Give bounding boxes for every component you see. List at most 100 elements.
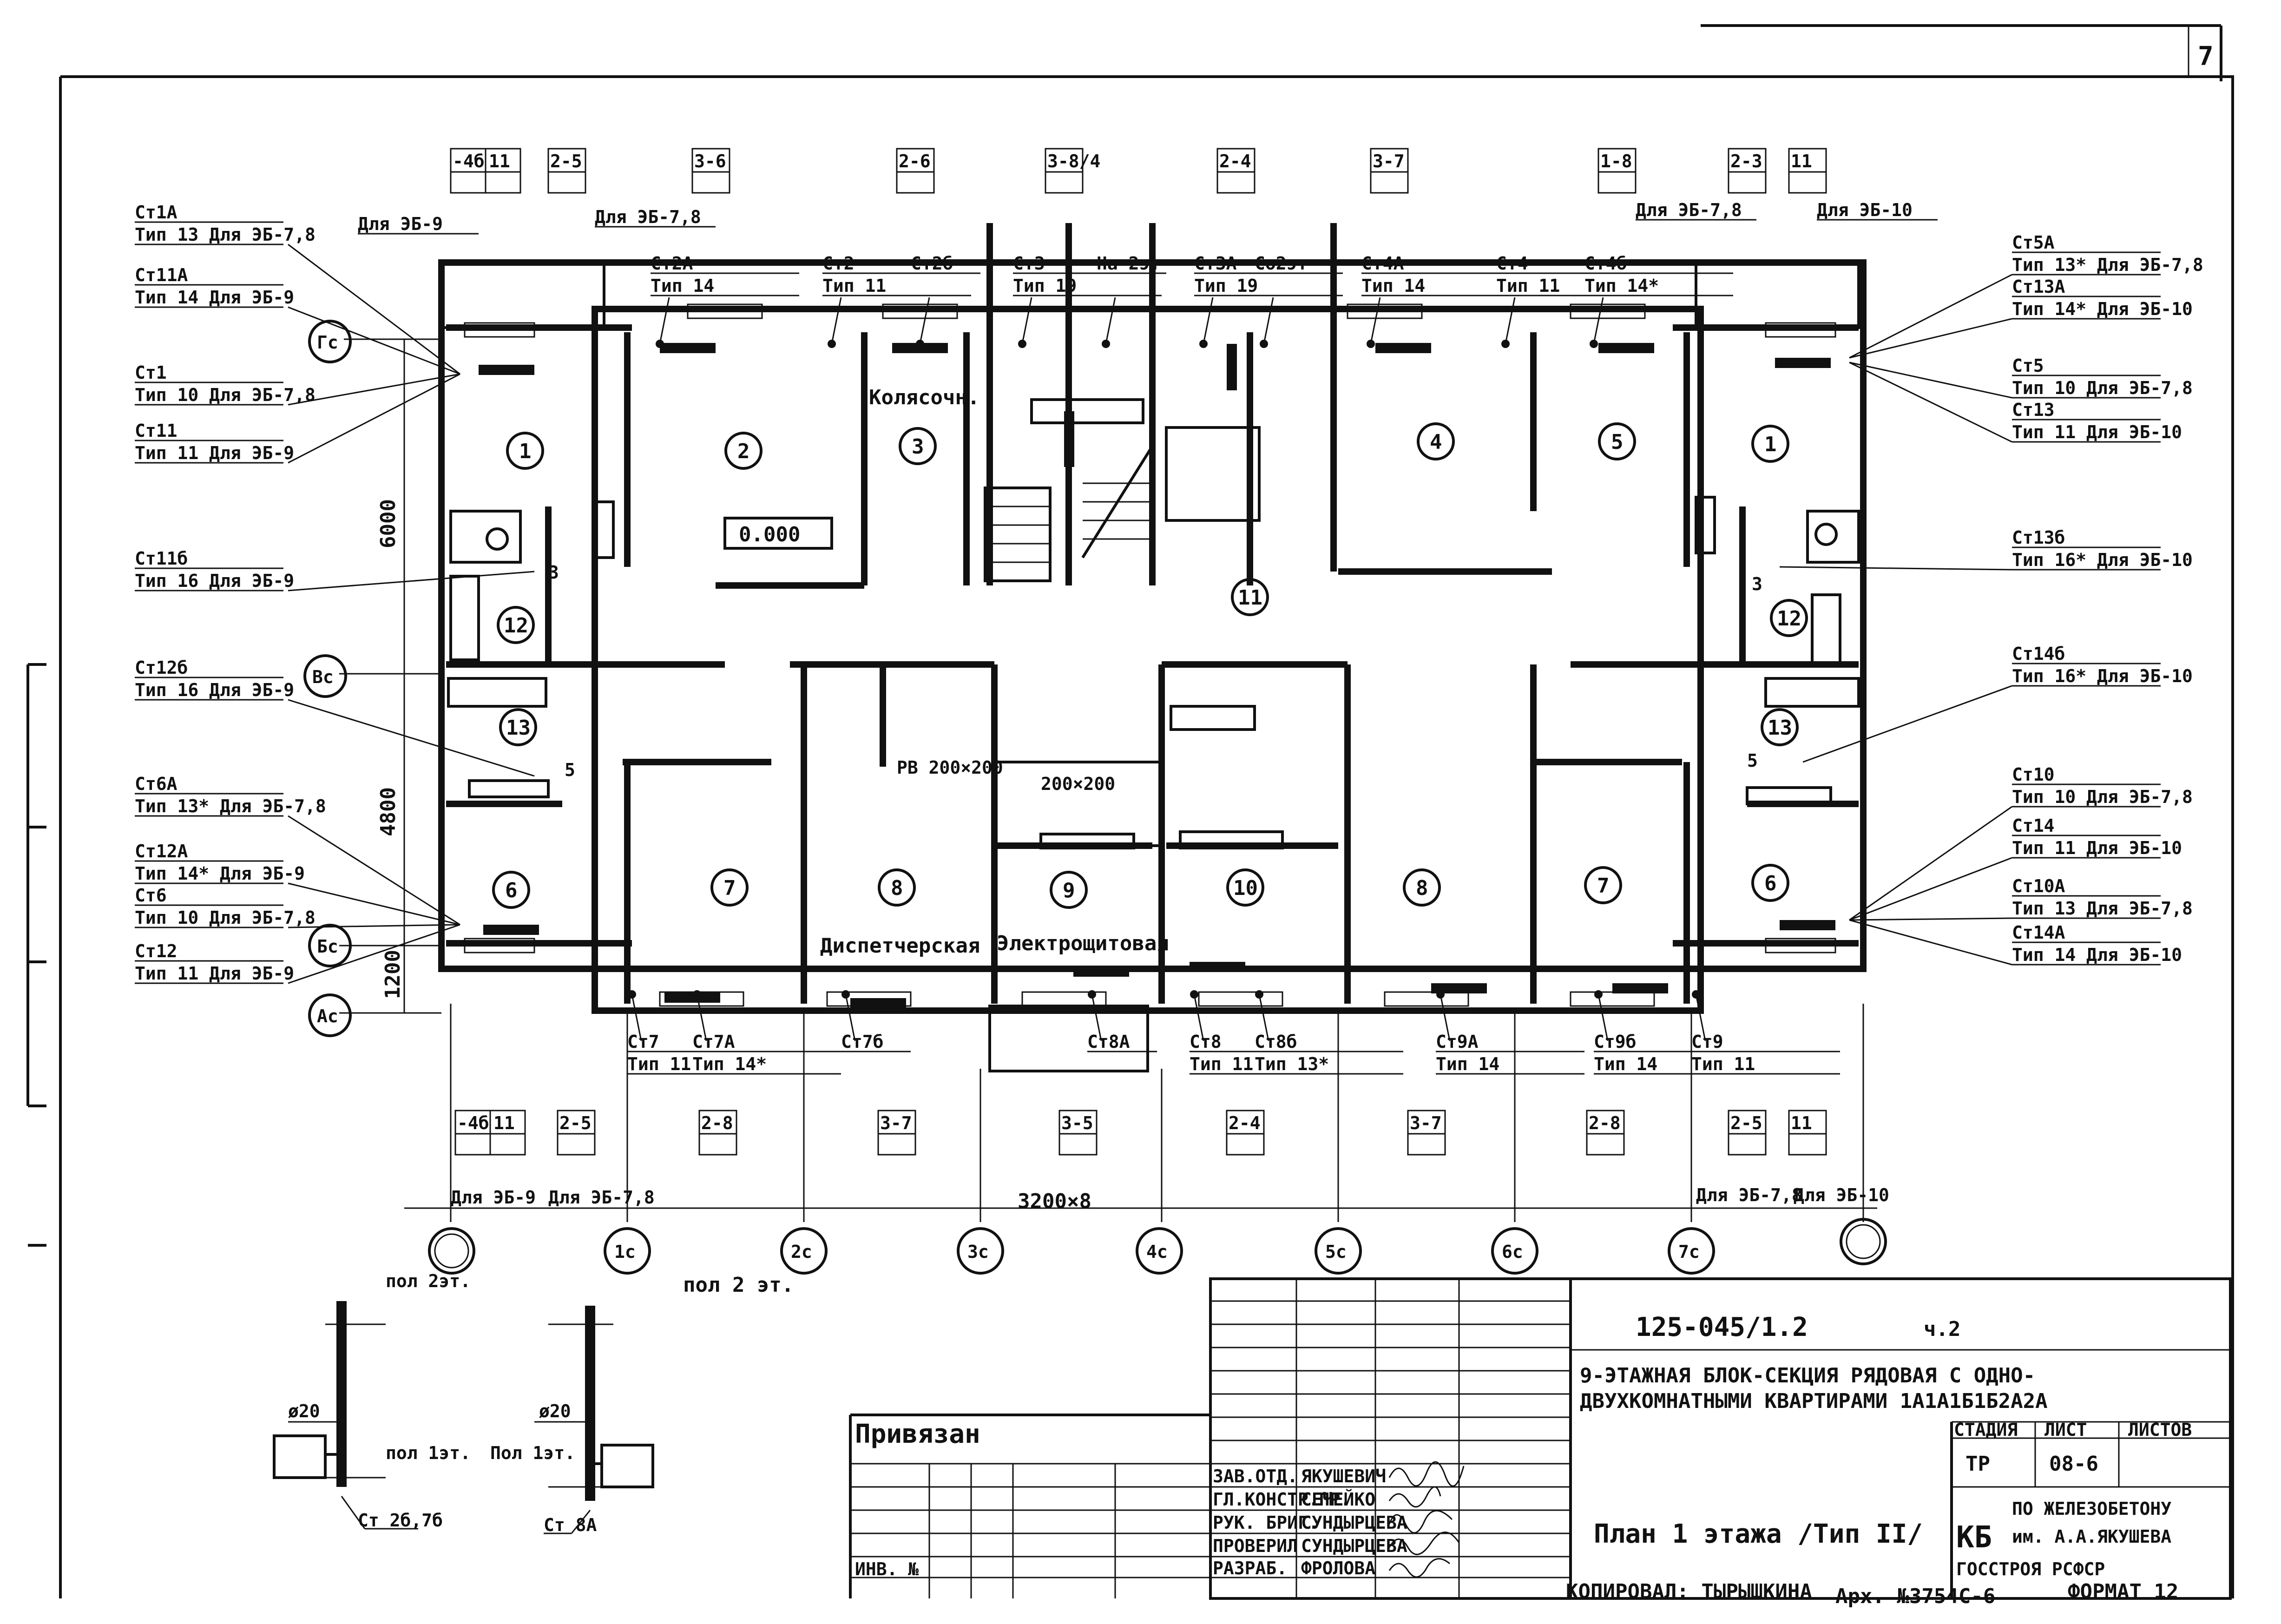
room-circle [1231, 578, 1269, 616]
box-note: Для ЭБ-9 [451, 1187, 536, 1208]
room-circle [1417, 422, 1455, 460]
axis-row-bubble [308, 924, 352, 967]
riser-callout-type: Тип 19 [1013, 276, 1077, 296]
riser-callout-type: Тип 10 Для ЭБ-7,8 [135, 385, 316, 405]
dim-6000: 6000 [376, 499, 400, 548]
riser-callout-type: Тип 14 [1594, 1054, 1657, 1074]
riser-dot [656, 340, 664, 348]
room-circle [724, 432, 763, 470]
room-number: 7 [1597, 874, 1610, 898]
riser-callout-type: Тип 16 Для ЭБ-9 [135, 571, 294, 591]
riser-callout-label: Ст4А [1361, 253, 1404, 274]
riser-mark-3-right: 3 [1752, 574, 1762, 594]
marker-box-label: 3-7 [1373, 151, 1405, 171]
marker-box-label: 11 [1791, 1113, 1812, 1133]
sheet-frame [59, 24, 2234, 1598]
riser-callout-type: Тип 11 [822, 276, 886, 296]
riser-callout-label: Ст4 [1496, 253, 1528, 274]
org-line-1: ПО ЖЕЛЕЗОБЕТОНУ [2012, 1499, 2171, 1519]
staff-name: СУНДЫРЦЕВА [1301, 1512, 1407, 1533]
riser-callout-label: Ст8б [1255, 1032, 1297, 1052]
axis-col-label: 7с [1678, 1242, 1700, 1262]
axis-row-label: Вс [312, 667, 334, 687]
archive-no: Арх. №3754С-6 [1835, 1585, 1995, 1608]
riser-callout-label: Ст12б [135, 657, 188, 678]
marker-box-label: 2-6 [899, 151, 931, 171]
staff-name: СЕЧЕЙКО [1301, 1489, 1375, 1510]
staff-role: ПРОВЕРИЛ [1213, 1536, 1298, 1556]
riser-dot [916, 340, 924, 348]
marker-box [1788, 148, 1827, 194]
axis-row-bubble [308, 993, 352, 1037]
riser-callout-label: Ст9А [1436, 1032, 1479, 1052]
marker-box [698, 1110, 737, 1156]
riser-callout-label: Ст13А [2012, 276, 2065, 297]
riser-callout-label: Ст10А [2012, 876, 2065, 896]
axis-col-bubble [1668, 1227, 1715, 1275]
axis-row-bubble [303, 654, 347, 698]
inv-no: ИНВ. № [855, 1559, 919, 1579]
riser-callout-label: Ст14 [2012, 815, 2055, 836]
room-number: 5 [1611, 430, 1624, 454]
riser-callout-type: Тип 13* [1255, 1054, 1329, 1074]
room-circle [1751, 864, 1789, 902]
privyazan-label: Привязан [855, 1419, 980, 1449]
marker-box-label: -4б [457, 1113, 489, 1133]
binding-marks [26, 663, 46, 1247]
axis-grid [339, 338, 1887, 1275]
marker-box-label: -4б [453, 151, 485, 171]
riser-callout-type: Тип 11 [1691, 1054, 1755, 1074]
staff-role: РАЗРАБ. [1213, 1558, 1287, 1578]
duct-pb: РВ 200×200 [897, 757, 1003, 778]
riser-callout-label: Ст14А [2012, 922, 2065, 943]
room-circle [497, 606, 535, 644]
marker-box [1597, 148, 1637, 194]
riser-dot [628, 990, 636, 999]
riser-callout-type: Тип 11 Для ЭБ-10 [2012, 422, 2182, 442]
riser-dot [1199, 340, 1208, 348]
stage-header: СТАДИЯ [1954, 1420, 2018, 1440]
axis-row-label: Бс [317, 936, 338, 957]
axis-col-label: 6с [1502, 1242, 1523, 1262]
marker-box-label: 3-5 [1061, 1113, 1093, 1133]
marker-box-label: 2-8 [1589, 1113, 1621, 1133]
marker-box [877, 1110, 916, 1156]
room-number: 12 [504, 614, 528, 638]
riser-callout-type: Тип 10 Для ЭБ-7,8 [2012, 378, 2193, 398]
marker-box-label: 2-5 [559, 1113, 592, 1133]
room-number: 7 [723, 876, 736, 900]
room-number: 6 [505, 879, 518, 902]
riser-callout-type: Тип 14* [692, 1054, 767, 1074]
detail-floor-2-b: пол 2 эт. [683, 1273, 794, 1297]
format-label: ФОРМАТ 12 [2068, 1580, 2178, 1604]
axis-col-bubble [604, 1227, 651, 1275]
riser-dot [1102, 340, 1110, 348]
room-circle [499, 708, 537, 746]
room-number: 10 [1233, 876, 1258, 900]
riser-callout-type: Тип 13 Для ЭБ-7,8 [135, 224, 316, 245]
riser-callout-label: Ст3 [1013, 253, 1045, 274]
riser-dot [1594, 990, 1603, 999]
axis-col-bubble [1315, 1227, 1362, 1275]
riser-callout-type: Тип 14 [1361, 276, 1425, 296]
riser-callout-type: Тип 14 [651, 276, 714, 296]
riser-callout-label: Ст2б [911, 253, 953, 274]
room-kolyasochn: Колясочн. [869, 386, 979, 409]
staff-name: СУНДЫРЦЕВА [1301, 1536, 1407, 1556]
box-note: Для ЭБ-7,8 [1696, 1185, 1802, 1205]
marker-box-label: 3-6 [694, 151, 726, 171]
riser-callout-type: Тип 13 Для ЭБ-7,8 [2012, 898, 2193, 919]
riser-callout-label: Ст7б [841, 1032, 884, 1052]
axis-col-bubble [957, 1227, 1004, 1275]
riser-callout-label: Со2эт [1255, 253, 1308, 274]
detail-cap-b: Ст 8А [544, 1515, 597, 1535]
riser-callout-type: Тип 19 [1194, 276, 1258, 296]
riser-mark-3-left: 3 [548, 562, 559, 583]
riser-dot [1255, 990, 1263, 999]
drawing-code: 125-045/1.2 [1636, 1312, 1808, 1342]
riser-callout-type: Тип 16* Для ЭБ-10 [2012, 550, 2193, 570]
